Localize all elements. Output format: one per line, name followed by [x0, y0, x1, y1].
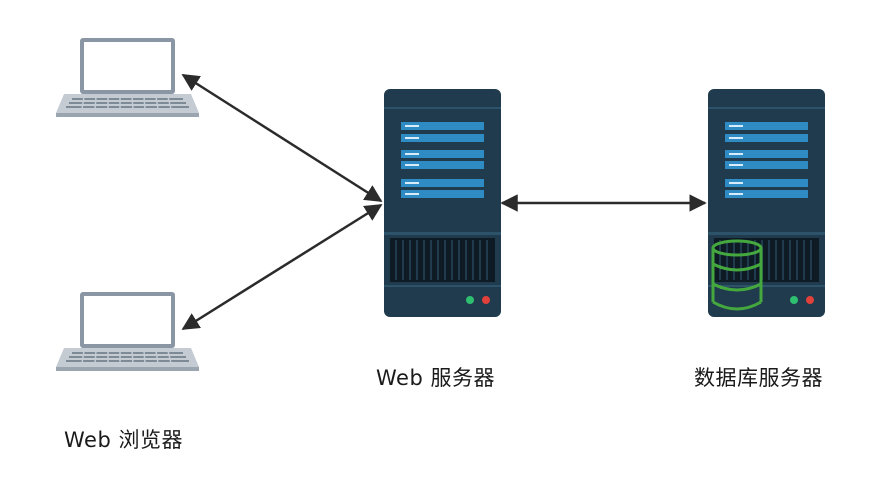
web-server-icon	[383, 88, 502, 318]
laptop-icon-bottom	[55, 291, 200, 372]
arrow-browser-bottom-to-web-server	[181, 203, 383, 331]
web-server-label: Web 服务器	[376, 366, 495, 390]
db-server-label: 数据库服务器	[694, 366, 823, 390]
browser-label: Web 浏览器	[64, 428, 183, 452]
laptop-icon-top	[55, 37, 200, 118]
arrow-browser-top-to-web-server	[181, 73, 383, 203]
database-icon	[711, 239, 763, 311]
db-server-icon	[707, 88, 826, 318]
